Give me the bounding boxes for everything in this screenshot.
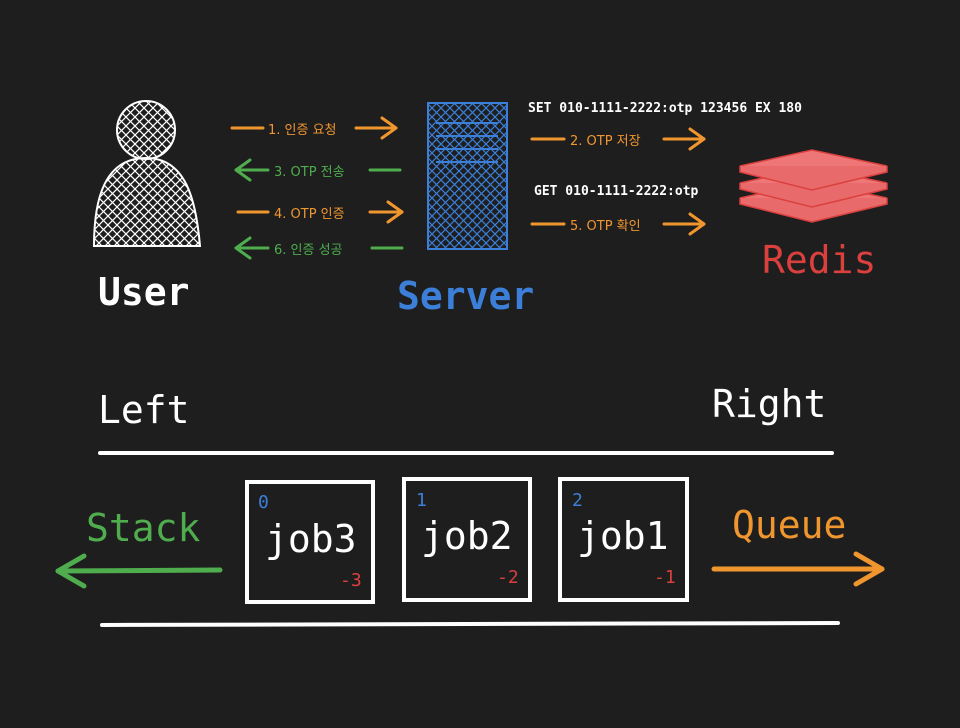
message-4-label: 4. OTP 인증 (274, 207, 345, 222)
arrow-4-verify (236, 200, 404, 224)
message-3-label: 3. OTP 전송 (274, 165, 345, 180)
list-bottom-rail (100, 621, 840, 627)
job-2-neg-index: -1 (654, 567, 676, 588)
job-0-index: 0 (258, 492, 269, 513)
user-label: User (98, 270, 190, 314)
job-box-2 (558, 477, 689, 602)
job-1-neg-index: -2 (497, 567, 519, 588)
server-icon (427, 102, 508, 250)
message-5-label: 5. OTP 확인 (570, 219, 641, 234)
redis-layers-icon (739, 149, 888, 223)
arrow-3-send (234, 158, 402, 182)
arrow-1-request (230, 116, 398, 140)
job-2-name: job1 (577, 514, 669, 558)
message-2-label: 2. OTP 저장 (570, 134, 641, 149)
left-label: Left (98, 388, 190, 432)
arrow-5-check (530, 212, 706, 236)
redis-label: Redis (762, 238, 877, 282)
stack-label: Stack (86, 506, 201, 550)
job-0-name: job3 (265, 517, 357, 561)
job-box-1 (402, 477, 532, 602)
job-1-name: job2 (421, 514, 513, 558)
set-command: SET 010-1111-2222:otp 123456 EX 180 (528, 101, 802, 116)
stack-arrow (55, 553, 223, 589)
user-icon (92, 100, 202, 247)
right-label: Right (712, 382, 827, 426)
job-0-neg-index: -3 (340, 570, 362, 591)
server-label: Server (397, 274, 535, 318)
get-command: GET 010-1111-2222:otp (534, 184, 699, 199)
message-6-label: 6. 인증 성공 (274, 243, 343, 258)
job-2-index: 2 (572, 490, 583, 511)
message-1-label: 1. 인증 요청 (268, 123, 337, 138)
job-1-index: 1 (416, 490, 427, 511)
arrow-2-store (530, 127, 706, 151)
queue-label: Queue (732, 503, 847, 547)
arrow-6-success (234, 236, 404, 260)
job-box-0 (245, 480, 375, 604)
queue-arrow (711, 551, 885, 587)
